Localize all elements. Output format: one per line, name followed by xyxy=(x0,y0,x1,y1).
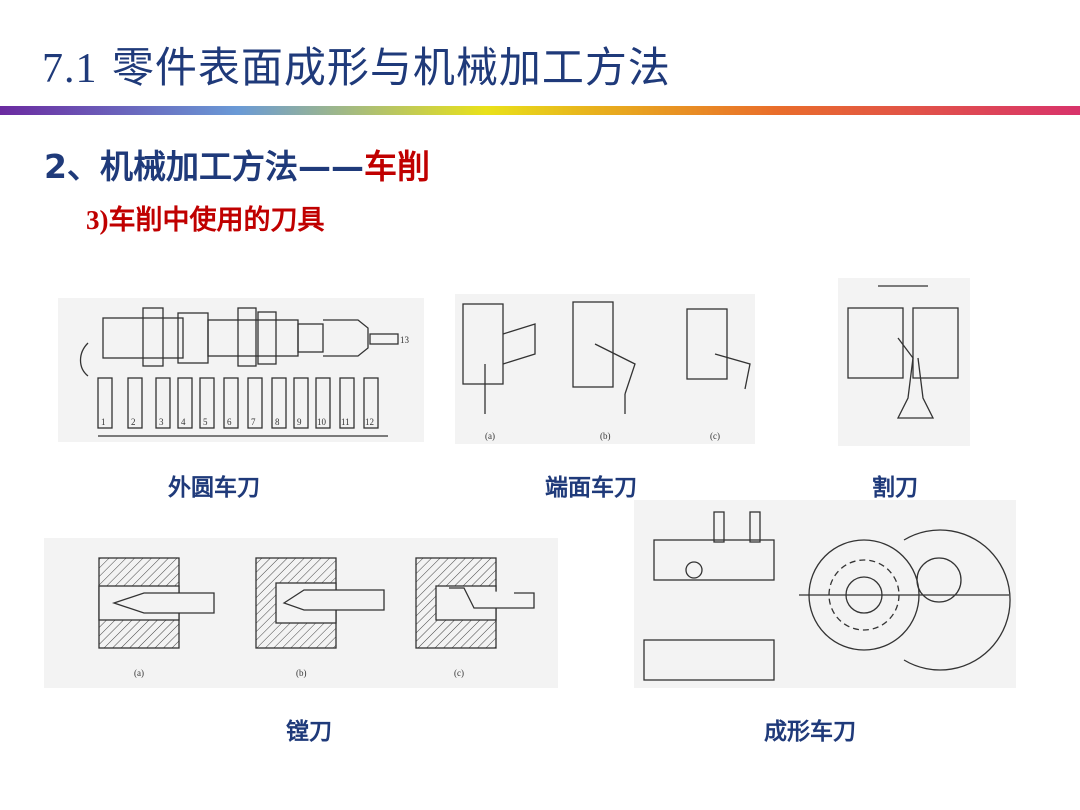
section-prefix: 2、机械加工方法—— xyxy=(44,147,364,186)
tool-label: 1 xyxy=(101,417,106,427)
subsection-heading: 3)车削中使用的刀具 xyxy=(86,198,325,237)
panel-label: (c) xyxy=(454,668,464,678)
tool-label: 11 xyxy=(341,417,350,427)
panel-label: (b) xyxy=(296,668,307,678)
caption-facing-tool: 端面车刀 xyxy=(545,475,637,501)
tool-label: 3 xyxy=(159,417,164,427)
caption-boring-tool: 镗刀 xyxy=(286,719,332,745)
page-title: 7.1 零件表面成形与机械加工方法 xyxy=(42,34,671,95)
tool-label: 4 xyxy=(181,417,186,427)
tool-label: 9 xyxy=(297,417,302,427)
caption-outer-turning-tool: 外圆车刀 xyxy=(168,475,260,501)
tool-label: 10 xyxy=(317,417,327,427)
title-number: 7.1 xyxy=(42,46,98,92)
subsection-text: 车削中使用的刀具 xyxy=(108,205,325,236)
boring-tools-figure: (a) (b) (c) xyxy=(44,538,558,688)
tool-label: 6 xyxy=(227,417,232,427)
facing-tools-figure: (a) (b) (c) xyxy=(455,294,755,444)
tool-label: 7 xyxy=(251,417,256,427)
panel-label: (b) xyxy=(600,431,611,441)
panel-label: (c) xyxy=(710,431,720,441)
caption-cutoff-tool: 割刀 xyxy=(872,475,918,501)
title-text: 零件表面成形与机械加工方法 xyxy=(97,43,671,92)
title-divider xyxy=(0,106,1080,115)
outer-turning-tools-figure: 1 2 3 4 5 6 7 8 9 10 11 12 13 xyxy=(58,298,424,442)
tool-label: 13 xyxy=(400,335,410,345)
caption-form-tool: 成形车刀 xyxy=(764,719,856,745)
section-highlight: 车削 xyxy=(363,147,430,186)
subsection-number: 3) xyxy=(86,205,109,235)
panel-label: (a) xyxy=(134,668,144,678)
tool-label: 5 xyxy=(203,417,208,427)
panel-label: (a) xyxy=(485,431,495,441)
cutoff-tool-figure xyxy=(838,278,970,446)
tool-label: 12 xyxy=(365,417,374,427)
tool-label: 2 xyxy=(131,417,136,427)
form-tools-figure xyxy=(634,500,1016,688)
tool-label: 8 xyxy=(275,417,280,427)
section-heading: 2、机械加工方法——车削 xyxy=(44,140,430,188)
